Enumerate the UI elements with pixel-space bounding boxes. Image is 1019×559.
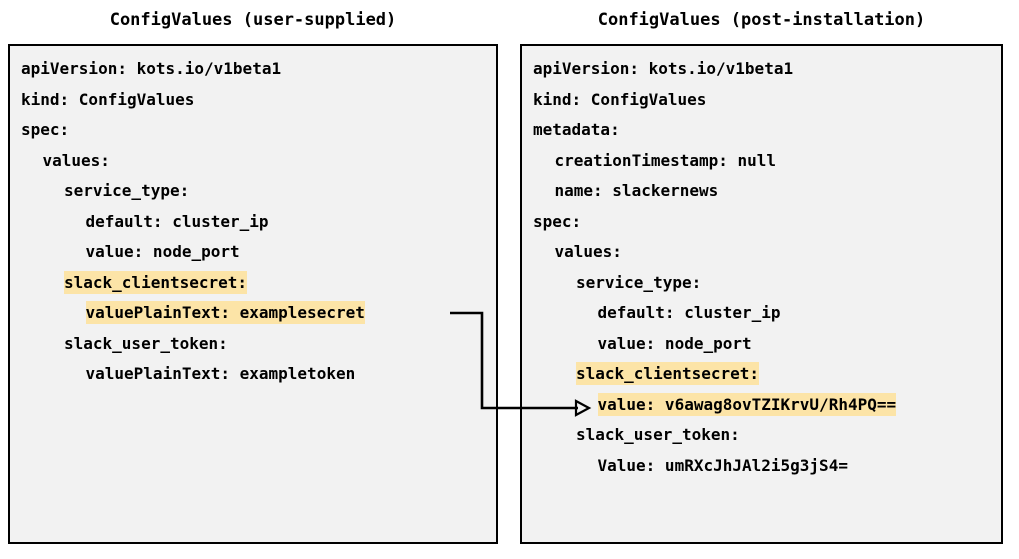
- code-text: value: node_port: [597, 333, 752, 353]
- code-line: kind: ConfigValues: [533, 85, 999, 116]
- code-line: slack_user_token:: [21, 329, 494, 360]
- code-line: slack_clientsecret:: [533, 359, 999, 390]
- highlighted-code-text: slack_clientsecret:: [64, 270, 248, 294]
- code-panel-post-installation: apiVersion: kots.io/v1beta1 kind: ConfigV…: [520, 44, 1003, 544]
- code-text: spec:: [533, 211, 582, 231]
- code-line: values:: [21, 146, 494, 177]
- code-text: spec:: [21, 120, 70, 139]
- code-line: value: v6awag8ovTZIKrvU/Rh4PQ==: [533, 390, 999, 421]
- code-text: slack_user_token:: [64, 333, 228, 353]
- code-line: slack_clientsecret:: [21, 268, 494, 299]
- code-text: values:: [554, 242, 622, 261]
- code-line: value: node_port: [533, 329, 999, 360]
- code-line: apiVersion: kots.io/v1beta1: [533, 54, 999, 85]
- code-text: service_type:: [64, 181, 190, 200]
- code-line: valuePlainText: exampletoken: [21, 359, 494, 390]
- code-line: default: cluster_ip: [533, 298, 999, 329]
- code-text: Value: umRXcJhJAl2i5g3jS4=: [597, 455, 848, 475]
- code-text: apiVersion: kots.io/v1beta1: [21, 59, 282, 78]
- code-text: metadata:: [533, 120, 620, 139]
- code-panel-user-supplied: apiVersion: kots.io/v1beta1 kind: ConfigV…: [8, 44, 498, 544]
- code-text: slack_user_token:: [576, 425, 740, 444]
- panel-title-user-supplied: ConfigValues (user-supplied): [109, 10, 397, 30]
- code-text: creationTimestamp: null: [554, 150, 777, 170]
- code-text: kind: ConfigValues: [533, 89, 707, 109]
- code-block-post-installation: apiVersion: kots.io/v1beta1 kind: ConfigV…: [533, 54, 999, 481]
- code-text: name: slackernews: [554, 181, 719, 200]
- highlighted-code-text: valuePlainText: examplesecret: [85, 301, 365, 324]
- code-line: Value: umRXcJhJAl2i5g3jS4=: [533, 451, 999, 482]
- code-line: slack_user_token:: [533, 420, 999, 451]
- code-line: apiVersion: kots.io/v1beta1: [21, 54, 494, 85]
- code-line: kind: ConfigValues: [21, 85, 494, 116]
- code-text: values:: [42, 150, 110, 170]
- code-line: service_type:: [21, 176, 494, 207]
- code-text: default: cluster_ip: [85, 211, 269, 231]
- code-line: name: slackernews: [533, 176, 999, 207]
- code-text: value: node_port: [85, 242, 240, 261]
- highlighted-code-text: value: v6awag8ovTZIKrvU/Rh4PQ==: [597, 392, 897, 416]
- code-line: values:: [533, 237, 999, 268]
- code-line: valuePlainText: examplesecret: [21, 298, 494, 329]
- code-line: default: cluster_ip: [21, 207, 494, 238]
- code-line: metadata:: [533, 115, 999, 146]
- code-line: service_type:: [533, 268, 999, 299]
- code-text: service_type:: [576, 272, 702, 292]
- code-line: spec:: [21, 115, 494, 146]
- panel-title-post-installation: ConfigValues (post-installation): [597, 10, 926, 30]
- code-line: value: node_port: [21, 237, 494, 268]
- code-text: valuePlainText: exampletoken: [85, 364, 356, 383]
- code-line: creationTimestamp: null: [533, 146, 999, 177]
- highlighted-code-text: slack_clientsecret:: [576, 362, 760, 385]
- code-line: spec:: [533, 207, 999, 238]
- code-text: kind: ConfigValues: [21, 89, 195, 109]
- code-text: apiVersion: kots.io/v1beta1: [533, 59, 794, 78]
- code-text: default: cluster_ip: [597, 303, 781, 322]
- code-block-user-supplied: apiVersion: kots.io/v1beta1 kind: ConfigV…: [21, 54, 494, 390]
